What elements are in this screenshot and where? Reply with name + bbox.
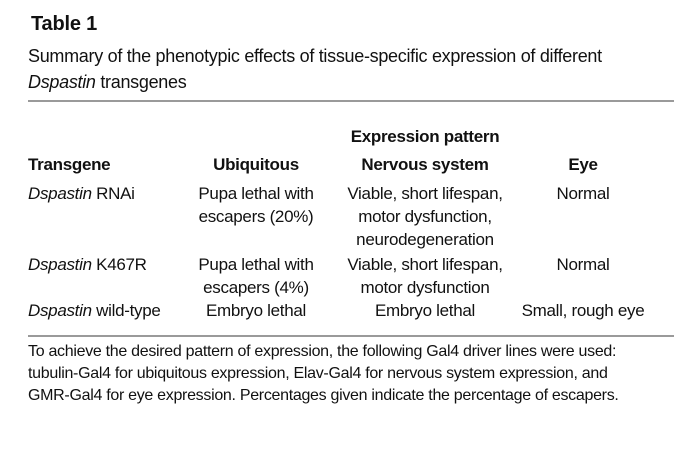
table-caption: Summary of the phenotypic effects of tis…	[28, 43, 674, 95]
column-header-transgene: Transgene	[28, 155, 111, 174]
table-row-dspastin-k467r: Dspastin K467R Pupa lethal with escapers…	[28, 253, 674, 299]
transgene-name-italic: Dspastin	[28, 255, 92, 274]
cell-line: neurodegeneration	[356, 230, 494, 249]
cell-line: escapers (20%)	[198, 207, 314, 226]
transgene-name-rest: RNAi	[91, 184, 135, 203]
cell-eye: Normal	[556, 184, 610, 203]
caption-line-2-rest: transgenes	[95, 72, 187, 92]
table-row-dspastin-rnai: Dspastin RNAi Pupa lethal with escapers …	[28, 182, 674, 251]
cell-line: Viable, short lifespan,	[347, 255, 503, 274]
cell-transgene: Dspastin wild-type	[28, 299, 180, 322]
cell-line: motor dysfunction,	[358, 207, 492, 226]
table-footnote: To achieve the desired pattern of expres…	[28, 341, 674, 407]
column-header-nervous-system: Nervous system	[361, 155, 489, 174]
cell-eye: Small, rough eye	[521, 301, 645, 320]
cell-line: motor dysfunction	[360, 278, 490, 297]
footnote-line-2: tubulin-Gal4 for ubiquitous expression, …	[28, 365, 608, 382]
cell-eye: Normal	[556, 255, 610, 274]
group-header-expression-pattern: Expression pattern	[350, 127, 500, 146]
cell-line: Pupa lethal with	[198, 255, 314, 274]
table-content: Table 1 Summary of the phenotypic effect…	[28, 13, 674, 407]
cell-line: Viable, short lifespan,	[347, 184, 503, 203]
group-header-row: Expression pattern	[28, 125, 674, 148]
transgene-name-rest: K467R	[91, 255, 147, 274]
transgene-name-rest: wild-type	[91, 301, 161, 320]
footnote-line-3: GMR-Gal4 for eye expression. Percentages…	[28, 387, 619, 404]
column-header-row: Transgene Ubiquitous Nervous system Eye	[28, 153, 674, 176]
phenotype-table: Expression pattern Transgene Ubiquitous …	[28, 125, 674, 322]
cell-ubiquitous: Pupa lethal with escapers (4%)	[180, 253, 332, 299]
column-header-eye: Eye	[568, 155, 598, 174]
caption-gene-name-italic: Dspastin	[28, 72, 96, 92]
transgene-name-italic: Dspastin	[28, 301, 92, 320]
cell-transgene: Dspastin RNAi	[28, 182, 180, 205]
cell-line: Embryo lethal	[374, 301, 476, 320]
top-rule	[28, 100, 674, 102]
cell-transgene: Dspastin K467R	[28, 253, 180, 276]
footnote-line-1: To achieve the desired pattern of expres…	[28, 343, 617, 360]
table-number-label: Table 1	[31, 13, 98, 35]
cell-ubiquitous: Embryo lethal	[180, 299, 332, 322]
cell-ubiquitous: Pupa lethal with escapers (20%)	[180, 182, 332, 228]
column-header-ubiquitous: Ubiquitous	[213, 155, 299, 174]
caption-line-2: Dspastin transgenes	[28, 69, 674, 95]
transgene-name-italic: Dspastin	[28, 184, 92, 203]
cell-line: escapers (4%)	[203, 278, 309, 297]
bottom-rule	[28, 335, 674, 337]
cell-nervous-system: Viable, short lifespan, motor dysfunctio…	[332, 182, 518, 251]
caption-line-1: Summary of the phenotypic effects of tis…	[28, 46, 602, 66]
table-row-dspastin-wild-type: Dspastin wild-type Embryo lethal Embryo …	[28, 299, 674, 322]
cell-nervous-system: Viable, short lifespan, motor dysfunctio…	[332, 253, 518, 299]
cell-nervous-system: Embryo lethal	[332, 299, 518, 322]
cell-line: Embryo lethal	[205, 301, 307, 320]
cell-line: Pupa lethal with	[198, 184, 314, 203]
